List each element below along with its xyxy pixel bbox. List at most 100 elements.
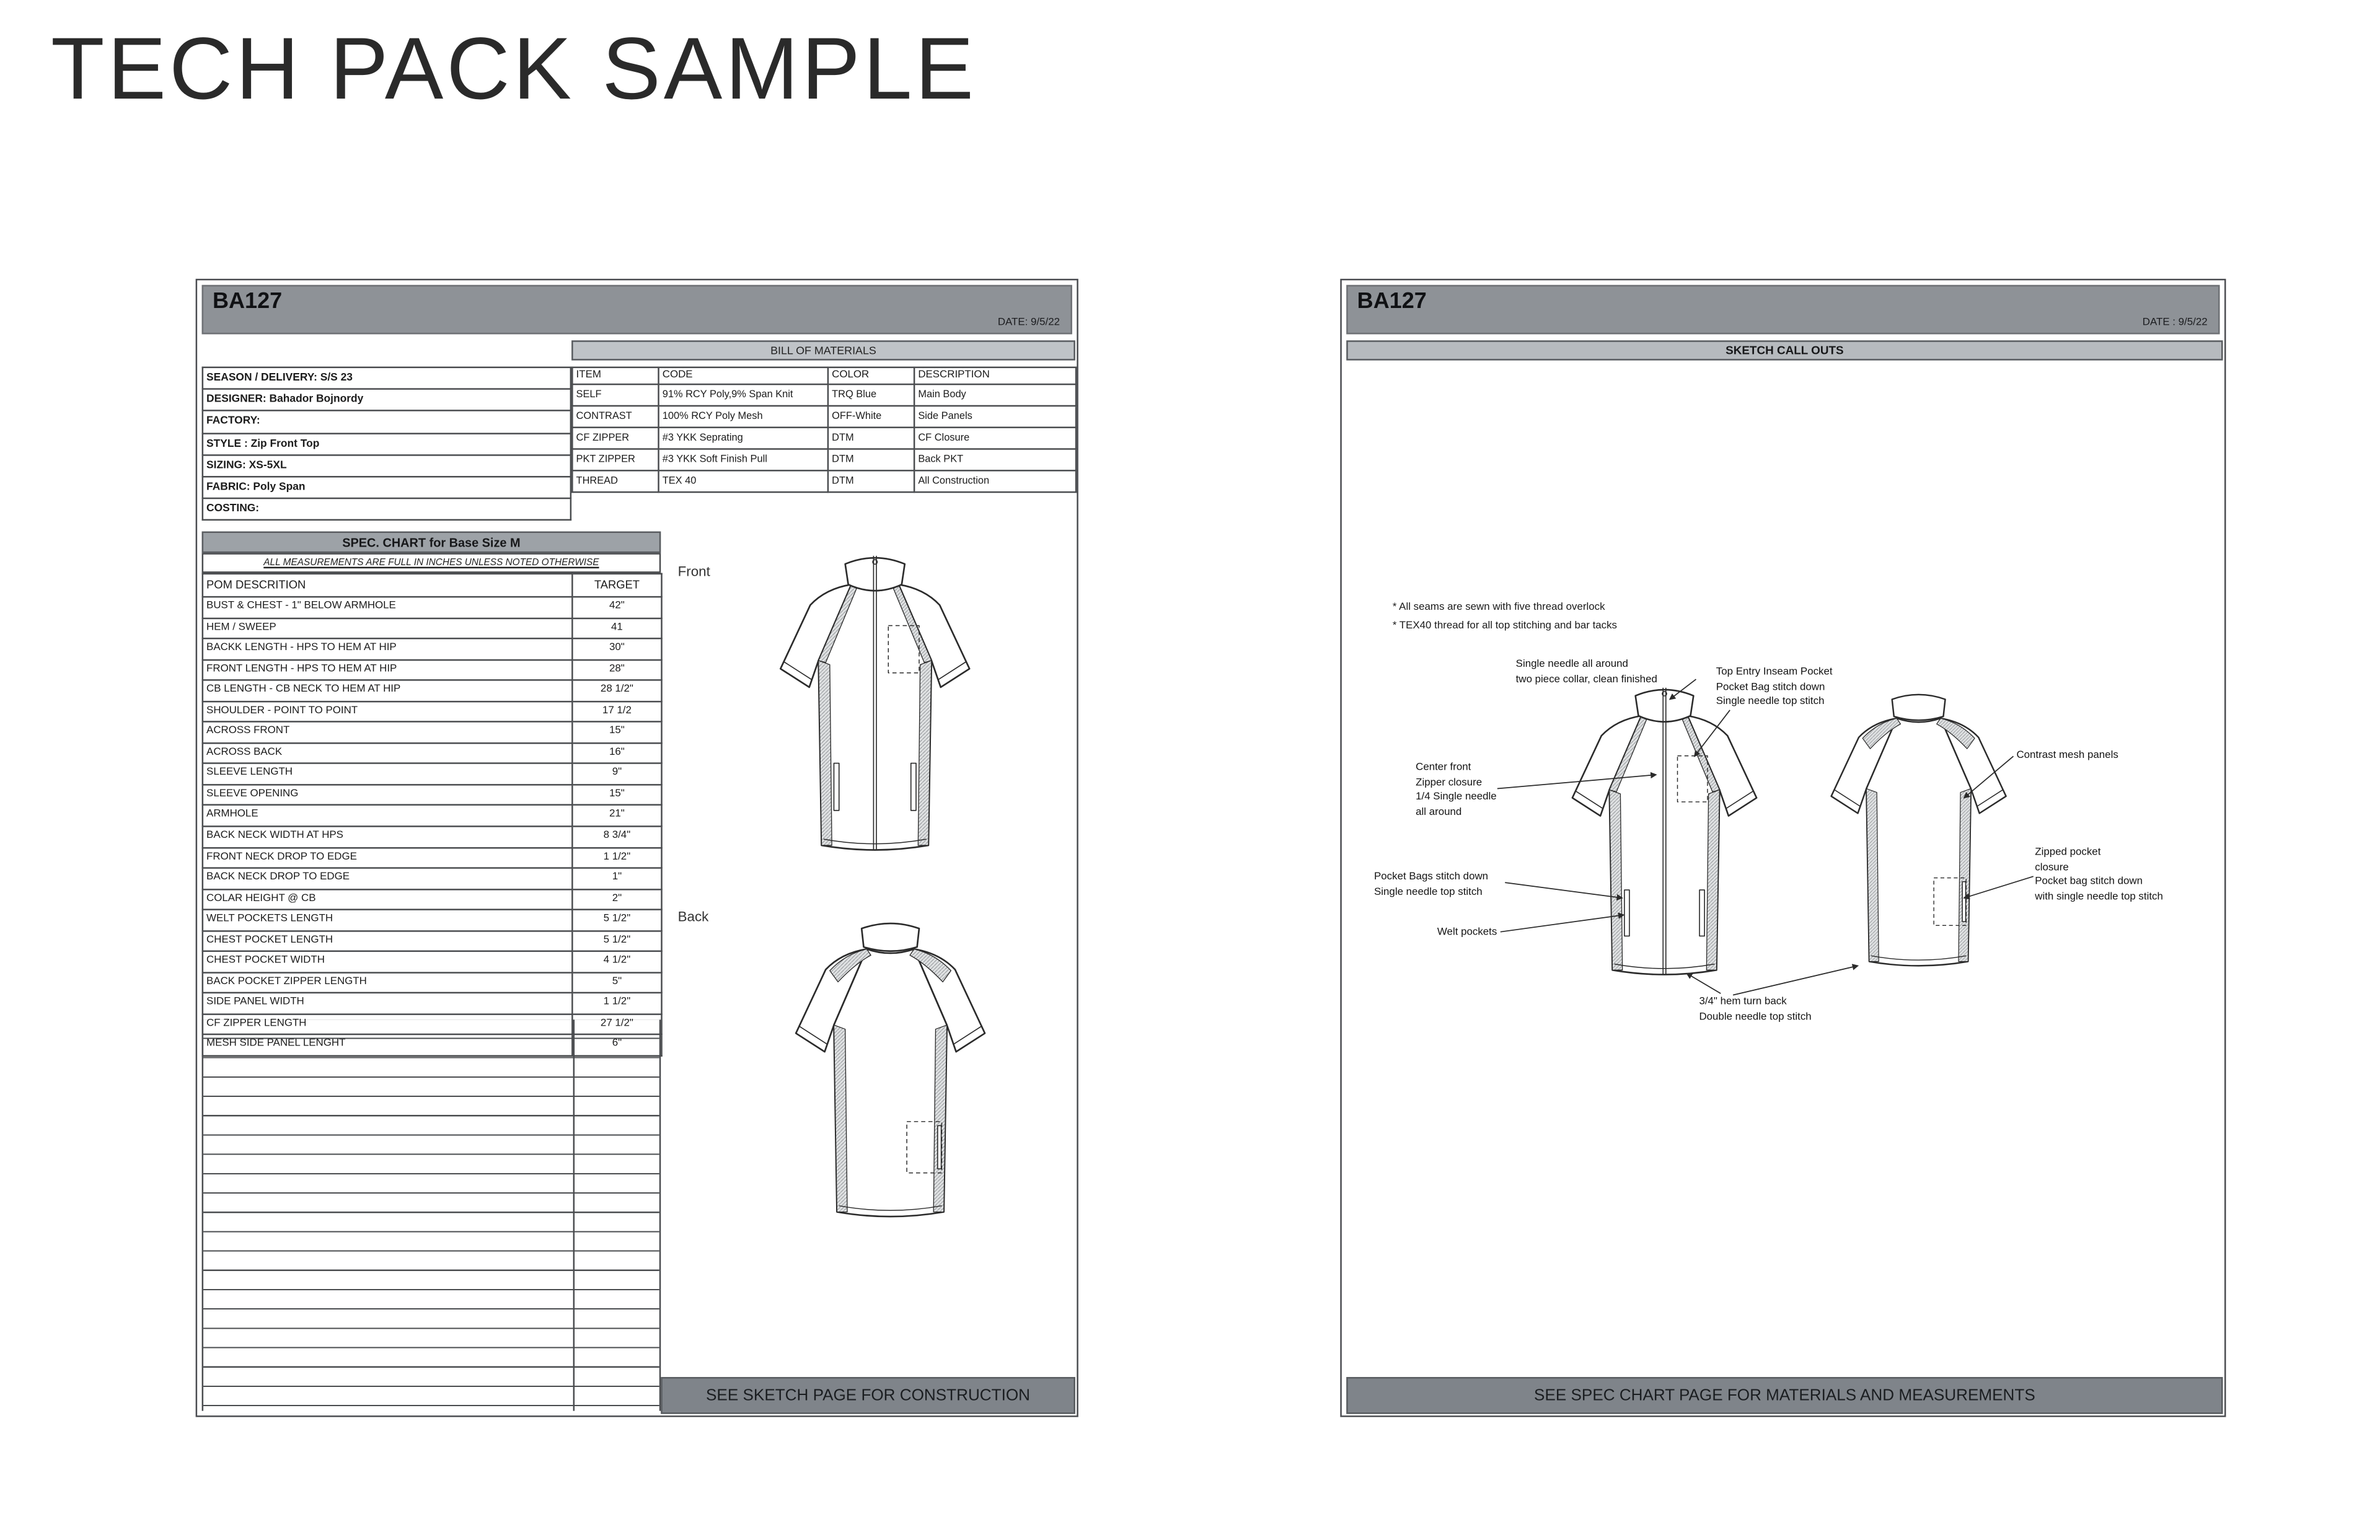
spec-empty-grid	[201, 1019, 661, 1411]
callout-page-header: BA127 DATE : 9/5/22	[1346, 284, 2220, 335]
spec-pom-cell: SIDE PANEL WIDTH	[201, 992, 573, 1015]
spec-pom-cell: FRONT NECK DROP TO EDGE	[201, 846, 573, 869]
style-info-table: SEASON / DELIVERY: S/S 23 DESIGNER: Baha…	[201, 366, 572, 522]
info-row: FACTORY:	[201, 410, 572, 434]
spec-target-cell: 5 1/2"	[571, 909, 663, 932]
construction-notes: * All seams are sewn with five thread ov…	[1393, 599, 1617, 636]
spec-chart-title-bar: SPEC. CHART for Base Size M	[201, 531, 661, 553]
spec-header-cell: POM DESCRITION	[201, 573, 573, 598]
spec-pom-cell: COLAR HEIGHT @ CB	[201, 888, 573, 911]
bom-cell: DTM	[827, 448, 915, 472]
callout-welt-pockets: Welt pockets	[1437, 927, 1497, 938]
bom-cell: CONTRAST	[571, 405, 659, 429]
style-number: BA127	[212, 289, 283, 315]
spec-target-cell: 4 1/2"	[571, 951, 663, 974]
bom-header-cell: DESCRIPTION	[913, 366, 1077, 385]
info-row: SEASON / DELIVERY: S/S 23	[201, 366, 572, 390]
spec-target-cell: 15"	[571, 721, 663, 744]
info-row: SIZING: XS-5XL	[201, 454, 572, 478]
spec-target-cell: 21"	[571, 804, 663, 827]
spec-target-cell: 1 1/2"	[571, 846, 663, 869]
spec-pom-cell: HEM / SWEEP	[201, 617, 573, 640]
callout-pocket-bags: Pocket Bags stitch down Single needle to…	[1374, 871, 1489, 898]
spec-pom-cell: ACROSS BACK	[201, 742, 573, 765]
callout-collar: Single needle all around two piece colla…	[1515, 659, 1657, 685]
callout-hem: 3/4" hem turn back Double needle top sti…	[1699, 997, 1812, 1023]
spec-pom-cell: BACKK LENGTH - HPS TO HEM AT HIP	[201, 638, 573, 661]
spec-header-row: POM DESCRITION TARGET	[201, 573, 663, 598]
spec-pom-cell: CB LENGTH - CB NECK TO HEM AT HIP	[201, 679, 573, 702]
bom-row: CF ZIPPER #3 YKK Seprating DTM CF Closur…	[571, 426, 1077, 451]
spec-target-cell: 28"	[571, 658, 663, 681]
bom-cell: #3 YKK Seprating	[658, 426, 829, 451]
spec-chart-note: ALL MEASUREMENTS ARE FULL IN INCHES UNLE…	[201, 553, 661, 573]
date-label: DATE : 9/5/22	[2142, 317, 2208, 328]
spec-pom-cell: CHEST POCKET LENGTH	[201, 930, 573, 953]
bom-cell: Side Panels	[913, 405, 1077, 429]
info-row: DESIGNER: Bahador Bojnordy	[201, 388, 572, 412]
bom-cell: 100% RCY Poly Mesh	[658, 405, 829, 429]
spec-pom-cell: SLEEVE LENGTH	[201, 763, 573, 786]
spec-pom-cell: CHEST POCKET WIDTH	[201, 951, 573, 974]
callout-zipped-pocket: Zipped pocket closure Pocket bag stitch …	[2035, 847, 2163, 902]
note-line: * TEX40 thread for all top stitching and…	[1392, 620, 1618, 631]
callout-mesh-panels: Contrast mesh panels	[2016, 750, 2118, 761]
bom-row: THREAD TEX 40 DTM All Construction	[571, 470, 1077, 494]
spec-page-header: BA127 DATE: 9/5/22	[201, 284, 1072, 335]
spec-empty-grid-divider	[572, 1019, 574, 1411]
info-cell: FABRIC: Poly Span	[201, 476, 572, 499]
info-cell: DESIGNER: Bahador Bojnordy	[201, 388, 572, 412]
spec-target-cell: 8 3/4"	[571, 825, 663, 848]
bom-cell: DTM	[827, 470, 915, 494]
callout-center-front: Center front Zipper closure 1/4 Single n…	[1416, 762, 1497, 818]
bom-header-cell: ITEM	[571, 366, 659, 385]
bom-cell: CF Closure	[913, 426, 1077, 451]
spec-target-cell: 16"	[571, 742, 663, 765]
info-row: STYLE : Zip Front Top	[201, 432, 572, 456]
bom-cell: 91% RCY Poly,9% Span Knit	[658, 383, 829, 407]
bom-title-bar: BILL OF MATERIALS	[571, 340, 1075, 361]
info-cell: SEASON / DELIVERY: S/S 23	[201, 366, 572, 390]
info-row: COSTING:	[201, 498, 572, 522]
spec-footer-bar: SEE SKETCH PAGE FOR CONSTRUCTION	[661, 1376, 1075, 1414]
date-label: DATE: 9/5/22	[997, 317, 1060, 328]
style-number: BA127	[1357, 289, 1427, 315]
spec-target-cell: 28 1/2"	[571, 679, 663, 702]
front-sketch	[779, 555, 971, 851]
info-cell: COSTING:	[201, 498, 572, 522]
front-sketch	[1571, 687, 1758, 975]
bom-cell: All Construction	[913, 470, 1077, 494]
page-title: TECH PACK SAMPLE	[51, 20, 977, 119]
spec-pom-cell: WELT POCKETS LENGTH	[201, 909, 573, 932]
bom-cell: SELF	[571, 383, 659, 407]
info-cell: SIZING: XS-5XL	[201, 454, 572, 478]
bom-header-cell: COLOR	[827, 366, 915, 385]
spec-target-cell: 15"	[571, 783, 663, 807]
bom-cell: PKT ZIPPER	[571, 448, 659, 472]
spec-target-cell: 2"	[571, 888, 663, 911]
bom-cell: DTM	[827, 426, 915, 451]
spec-header-cell: TARGET	[571, 573, 663, 598]
spec-pom-cell: BACK POCKET ZIPPER LENGTH	[201, 971, 573, 995]
info-row: FABRIC: Poly Span	[201, 476, 572, 499]
bom-cell: THREAD	[571, 470, 659, 494]
spec-target-cell: 5 1/2"	[571, 930, 663, 953]
callout-top-entry-pocket: Top Entry Inseam Pocket Pocket Bag stitc…	[1716, 667, 1833, 708]
bom-row: CONTRAST 100% RCY Poly Mesh OFF-White Si…	[571, 405, 1077, 429]
spec-pom-cell: ACROSS FRONT	[201, 721, 573, 744]
bom-row: PKT ZIPPER #3 YKK Soft Finish Pull DTM B…	[571, 448, 1077, 472]
spec-sheet-page: BA127 DATE: 9/5/22 BILL OF MATERIALS SEA…	[195, 278, 1078, 1417]
